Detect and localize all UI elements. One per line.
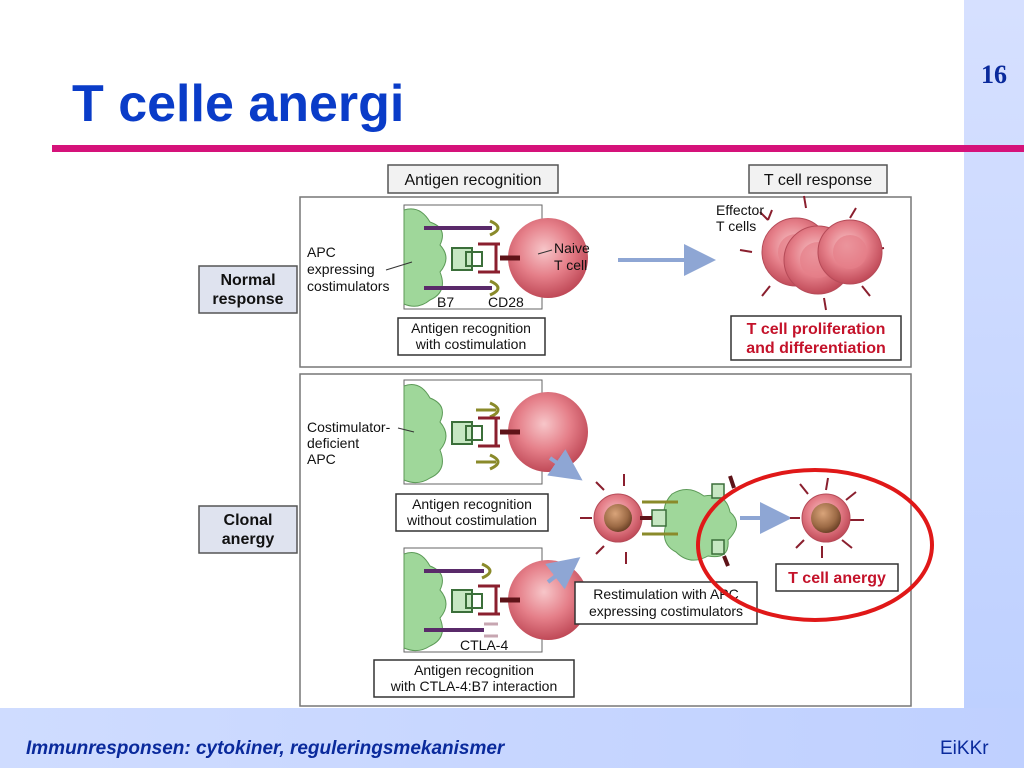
cd28-label: CD28 bbox=[488, 294, 524, 310]
naive-t-cell-label: Naive T cell bbox=[537, 240, 590, 273]
svg-text:with costimulation: with costimulation bbox=[415, 336, 527, 352]
svg-text:Antigen recognition: Antigen recognition bbox=[414, 662, 534, 678]
svg-text:Clonal: Clonal bbox=[224, 512, 273, 529]
svg-text:deficient: deficient bbox=[307, 435, 359, 451]
caption-ctla4-b7: Antigen recognition with CTLA-4:B7 inter… bbox=[373, 659, 575, 698]
svg-text:and differentiation: and differentiation bbox=[746, 340, 886, 357]
svg-text:costimulators: costimulators bbox=[307, 278, 389, 294]
effector-t-cells bbox=[739, 195, 885, 311]
costim-deficient-apc-label: Costimulator- deficient APC bbox=[307, 419, 415, 467]
anergic-t-cell bbox=[790, 477, 864, 558]
title-rule bbox=[52, 145, 1024, 152]
arrow-up-to-restim bbox=[545, 557, 581, 590]
highlight-circle bbox=[696, 468, 934, 622]
svg-text:with CTLA-4:B7 interaction: with CTLA-4:B7 interaction bbox=[390, 678, 558, 694]
svg-text:anergy: anergy bbox=[222, 531, 275, 548]
svg-text:Antigen recognition: Antigen recognition bbox=[412, 496, 532, 512]
svg-text:T cell anergy: T cell anergy bbox=[788, 570, 886, 587]
footer-credit: EiKKr bbox=[940, 738, 989, 759]
restimulation-cluster bbox=[580, 474, 737, 567]
svg-text:without costimulation: without costimulation bbox=[406, 512, 537, 528]
svg-text:Restimulation with APC: Restimulation with APC bbox=[593, 586, 739, 602]
svg-text:Antigen recognition: Antigen recognition bbox=[411, 320, 531, 336]
svg-text:expressing costimulators: expressing costimulators bbox=[589, 603, 743, 619]
slide-title: T celle anergi bbox=[72, 75, 405, 133]
result-proliferation: T cell proliferation and differentiation bbox=[730, 315, 902, 361]
caption-restimulation: Restimulation with APC expressing costim… bbox=[574, 581, 758, 625]
svg-text:Effector: Effector bbox=[716, 202, 764, 218]
svg-text:response: response bbox=[212, 291, 283, 308]
clonal-synapse-inset-ctla4 bbox=[403, 547, 588, 653]
row-label-normal-response: Normal response bbox=[198, 265, 298, 314]
svg-text:T cells: T cells bbox=[716, 218, 756, 234]
footer-band bbox=[0, 708, 1024, 768]
caption-with-costimulation: Antigen recognition with costimulation bbox=[397, 317, 546, 356]
result-t-cell-anergy: T cell anergy bbox=[775, 563, 899, 592]
b7-label: B7 bbox=[437, 294, 454, 310]
clonal-synapse-inset-no-costim bbox=[403, 379, 588, 485]
row-label-clonal-anergy: Clonal anergy bbox=[198, 505, 298, 554]
svg-text:Costimulator-: Costimulator- bbox=[307, 419, 391, 435]
svg-text:expressing: expressing bbox=[307, 261, 375, 277]
svg-text:T cell: T cell bbox=[554, 257, 587, 273]
ctla4-label: CTLA-4 bbox=[460, 637, 508, 653]
header-antigen-recognition: Antigen recognition bbox=[387, 164, 559, 194]
svg-text:Normal: Normal bbox=[220, 272, 275, 289]
page-number: 16 bbox=[981, 60, 1007, 89]
svg-text:T cell response: T cell response bbox=[764, 172, 872, 189]
apc-label: APC expressing costimulators bbox=[307, 244, 413, 294]
svg-text:T cell proliferation: T cell proliferation bbox=[747, 321, 886, 338]
svg-text:APC: APC bbox=[307, 451, 336, 467]
svg-text:Naive: Naive bbox=[554, 240, 590, 256]
normal-synapse-inset bbox=[403, 204, 588, 310]
svg-text:Antigen recognition: Antigen recognition bbox=[405, 172, 542, 189]
arrow-down-to-restim bbox=[547, 449, 583, 481]
header-t-cell-response: T cell response bbox=[748, 164, 888, 194]
svg-text:APC: APC bbox=[307, 244, 336, 260]
footer-text: Immunresponsen: cytokiner, reguleringsme… bbox=[26, 738, 505, 759]
sidebar-decoration bbox=[964, 0, 1024, 768]
effector-t-cells-label: Effector T cells bbox=[716, 202, 764, 234]
caption-without-costimulation: Antigen recognition without costimulatio… bbox=[395, 493, 549, 532]
